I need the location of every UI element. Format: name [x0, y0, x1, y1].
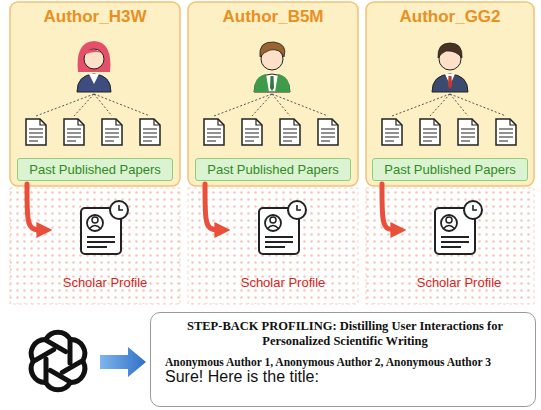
papers-label: Past Published Papers: [207, 162, 339, 177]
paper-icon: [140, 119, 160, 145]
blue-arrow: [100, 347, 146, 377]
avatar: [270, 76, 274, 91]
dashed-link: [214, 94, 328, 116]
profile-icon: [435, 201, 482, 254]
author-figure: [382, 43, 516, 254]
dashed-link: [36, 94, 150, 116]
paper-icon: [458, 119, 478, 145]
avatar: [448, 76, 452, 89]
papers-label: Past Published Papers: [384, 162, 516, 177]
avatar: [432, 74, 468, 92]
paper-icon: [64, 119, 84, 145]
response-intro: Sure! Here is the title:: [165, 368, 525, 386]
profile-icon: [259, 201, 306, 254]
author-figure: [204, 42, 338, 254]
panel-background: [10, 2, 180, 186]
papers-label: Past Published Papers: [29, 162, 161, 177]
avatar: [254, 42, 290, 92]
paper-icon: [242, 119, 262, 145]
dotted-region: [188, 188, 358, 304]
curved-arrow: [382, 184, 400, 230]
panel-background: [366, 2, 534, 186]
paper-icon: [496, 119, 516, 145]
dashed-link: [36, 94, 150, 116]
paper-title: STEP-BACK PROFILING: Distilling User Int…: [165, 319, 525, 349]
avatar: [84, 49, 104, 69]
author-panel: Author_H3W Past Published Papers: [10, 2, 180, 186]
paper-icon: [26, 119, 46, 145]
paper-icon: [318, 119, 338, 145]
panel-backgrounds: [10, 2, 534, 186]
scholar-profile: Scholar Profile: [228, 198, 338, 292]
dashed-link: [214, 94, 328, 116]
avatar: [77, 74, 111, 92]
author-panel: Author_GG2Past Published Papers: [366, 2, 534, 186]
profile-label: Scholar Profile: [241, 275, 326, 290]
author-figure: [26, 41, 160, 254]
profile-label: Scholar Profile: [63, 275, 148, 290]
author-list: Anonymous Author 1, Anonymous Author 2, …: [165, 356, 525, 368]
paper-icon: [382, 119, 402, 145]
profile-label: Scholar Profile: [417, 275, 502, 290]
dotted-region: [366, 188, 534, 304]
openai-logo: [27, 332, 89, 390]
curved-arrow: [205, 184, 224, 230]
logo-stroke: [27, 336, 66, 372]
papers-box: Past Published Papers: [195, 158, 351, 181]
scholar-profile: Scholar Profile: [404, 198, 514, 292]
papers-box: Past Published Papers: [372, 158, 528, 181]
dashed-link: [392, 94, 506, 116]
paper-icon: [102, 119, 122, 145]
avatar: [260, 42, 285, 57]
author-panel: Author_B5M Past Published Papers: [188, 2, 358, 186]
profile-icon: [81, 201, 128, 254]
author-name: Author_GG2: [399, 2, 500, 27]
dashed-link: [392, 94, 506, 116]
curved-arrow: [27, 184, 46, 230]
author-name: Author_B5M: [222, 2, 323, 27]
papers-box: Past Published Papers: [17, 158, 173, 181]
logo-stroke: [46, 359, 70, 390]
paper-icon: [420, 119, 440, 145]
logo-stroke: [50, 350, 89, 386]
paper-icon: [204, 119, 224, 145]
dotted-region: [10, 188, 534, 304]
avatar: [254, 74, 290, 92]
author-name: Author_H3W: [44, 2, 147, 27]
response-box: STEP-BACK PROFILING: Distilling User Int…: [150, 312, 536, 407]
avatar: [438, 43, 462, 58]
panel-background: [188, 2, 358, 186]
avatar: [89, 74, 99, 84]
avatar: [77, 41, 111, 92]
paper-icon: [280, 119, 300, 145]
avatar: [254, 74, 290, 92]
avatar: [432, 43, 468, 92]
avatar: [83, 50, 105, 56]
dotted-region: [10, 188, 180, 304]
avatar: [78, 41, 111, 72]
scholar-profile: Scholar Profile: [50, 198, 160, 292]
